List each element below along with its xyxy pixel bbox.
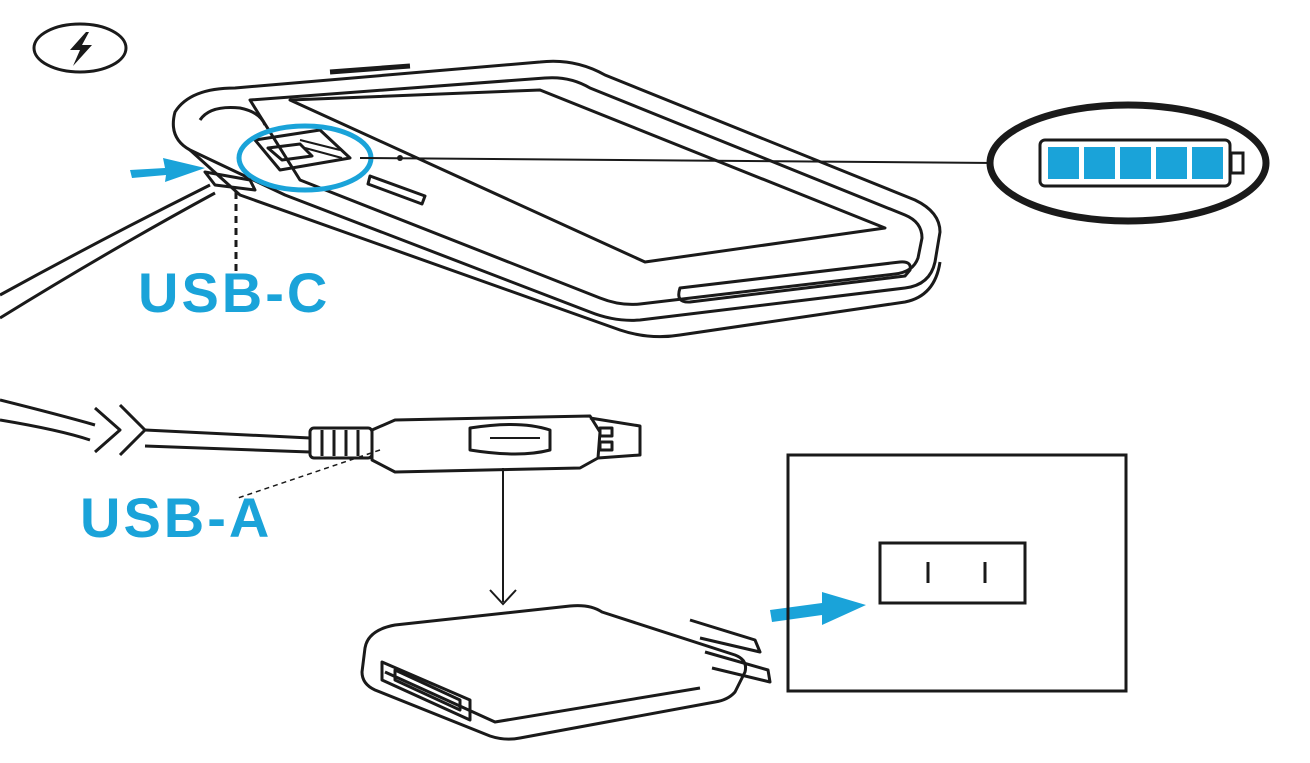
callout-leader-line: [359, 157, 996, 164]
battery-segment: [1192, 147, 1223, 179]
usb-a-dashed-line: [237, 449, 381, 499]
phone-device: [171, 59, 942, 339]
wall-outlet: [786, 453, 1128, 693]
battery-segment: [1084, 147, 1115, 179]
battery-callout: [986, 101, 1270, 225]
battery-segment: [1048, 147, 1079, 179]
power-adapter: [360, 604, 772, 741]
usb-a-label: USB-A: [80, 486, 272, 549]
battery-segments: [1048, 147, 1223, 179]
arrow-down-icon: [489, 468, 517, 606]
arrow-right-icon: [770, 592, 866, 625]
battery-segment: [1156, 147, 1187, 179]
usb-c-cable: [0, 170, 257, 320]
usb-c-label: USB-C: [138, 261, 330, 324]
arrow-right-icon: [130, 158, 205, 182]
charge-icon: [32, 22, 128, 74]
usb-a-cable: [0, 398, 642, 474]
battery-segment: [1120, 147, 1151, 179]
